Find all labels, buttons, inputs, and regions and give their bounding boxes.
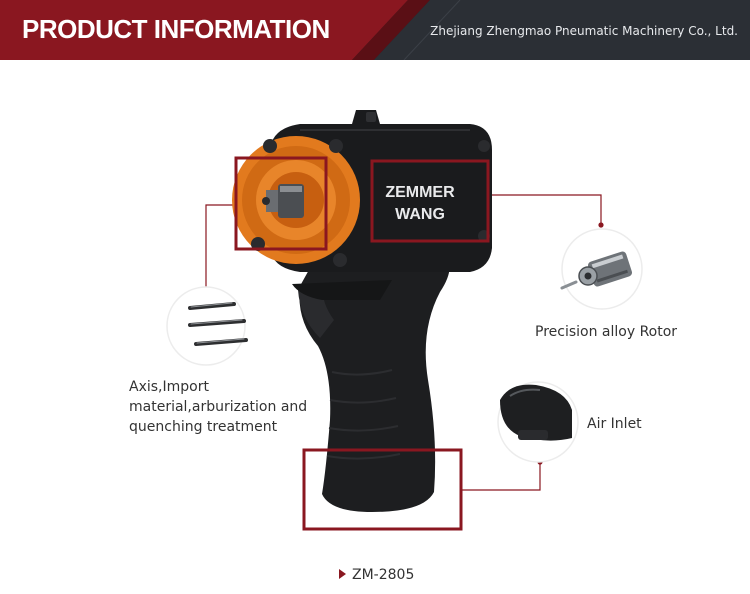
header-red-banner: [0, 0, 750, 60]
header-bar: PRODUCT INFORMATION Zhejiang Zhengmao Pn…: [0, 0, 750, 60]
brand-line-2: WANG: [395, 206, 445, 223]
rotor-callout-label: Precision alloy Rotor: [535, 324, 678, 340]
axis-callout-line-2: material,arburization and: [129, 399, 308, 415]
axis-callout-line-3: quenching treatment: [129, 419, 278, 435]
highlight-boxes: [234, 156, 490, 531]
axis-callout-line-1: Axis,Import: [129, 379, 209, 395]
callout-lines: [205, 194, 602, 491]
model-label: ZM-2805: [339, 567, 414, 583]
rotor-detail-circle: [560, 228, 643, 310]
air-inlet-callout-label: Air Inlet: [587, 416, 642, 432]
axis-callout-label: Axis,Import material,arburization and qu…: [129, 377, 307, 437]
brand-line-1: ZEMMER: [385, 184, 455, 201]
play-triangle-icon: [339, 569, 346, 579]
impact-wrench: [232, 110, 492, 512]
company-name: Zhejiang Zhengmao Pneumatic Machinery Co…: [430, 24, 738, 38]
model-number: ZM-2805: [352, 567, 415, 583]
tool-brand-label: ZEMMER WANG: [382, 182, 458, 226]
page-title: PRODUCT INFORMATION: [22, 14, 330, 44]
air-inlet-detail-circle: [497, 381, 579, 463]
axis-detail-circle: [166, 286, 248, 366]
